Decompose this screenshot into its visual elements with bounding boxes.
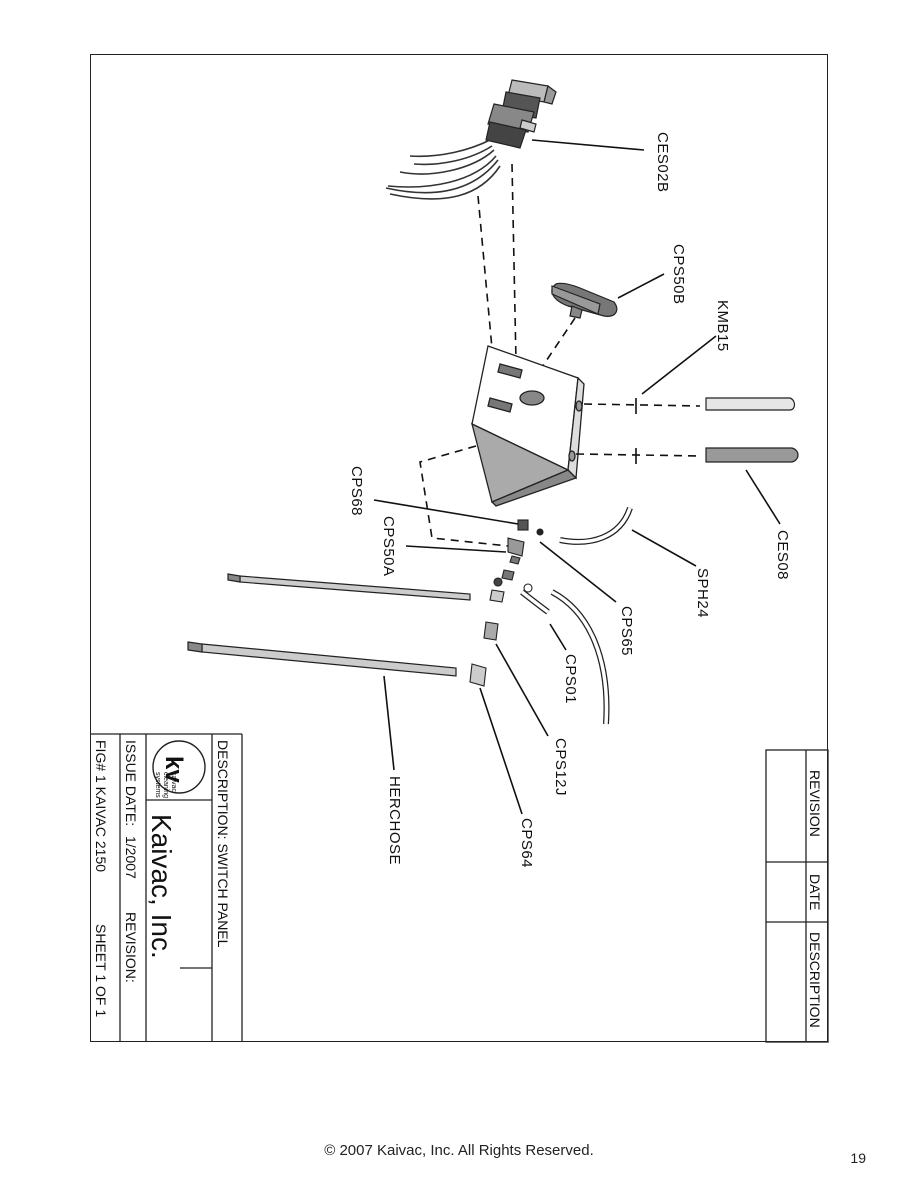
part-label-cps68: CPS68 (348, 466, 365, 516)
rod-ces08-illustration (705, 447, 799, 463)
page-number: 19 (850, 1150, 866, 1166)
part-label-cps12j: CPS12J (552, 738, 569, 796)
switch-wires (385, 139, 501, 200)
svg-text:kv: kv (160, 756, 187, 783)
part-label-cps01: CPS01 (562, 654, 579, 704)
company-name: Kaivac, Inc. (146, 814, 177, 959)
date-header: DATE (807, 874, 823, 910)
part-label-kmb15: KMB15 (714, 300, 731, 352)
issue-date: 1/2007 (123, 836, 139, 879)
part-label-cps64: CPS64 (518, 818, 535, 868)
revision-header: REVISION (807, 770, 823, 837)
switch-panel-box-illustration (471, 345, 585, 507)
svg-text:cleaning: cleaning (162, 772, 169, 798)
hose-illustration (187, 573, 471, 677)
part-label-ces02b: CES02B (654, 132, 671, 193)
title-block (90, 733, 243, 1042)
part-label-cps50b: CPS50B (670, 244, 687, 305)
part-label-cps50a: CPS50A (380, 516, 397, 577)
part-label-cps65: CPS65 (618, 606, 635, 656)
knob-cps50b-illustration (551, 282, 618, 319)
figure-number: FIG# 1 KAIVAC 2150 (93, 740, 109, 872)
copyright-footer: © 2007 Kaivac, Inc. All Rights Reserved. (324, 1142, 594, 1159)
revision-block (765, 749, 829, 1043)
sheet-number: SHEET 1 OF 1 (93, 924, 109, 1017)
title-description: DESCRIPTION: SWITCH PANEL (215, 740, 231, 948)
svg-text:systems: systems (154, 772, 161, 798)
part-label-ces08: CES08 (774, 530, 791, 580)
drawing-border (90, 54, 828, 1042)
rod-kmb15-illustration (705, 397, 796, 411)
part-label-sph24: SPH24 (694, 568, 711, 618)
revision-label: REVISION: (123, 912, 139, 983)
tubes-illustration (520, 506, 633, 725)
kaivac-logo: kv kaivac cleaning systems (152, 740, 206, 798)
part-label-herchose: HERCHOSE (386, 776, 403, 865)
description-header: DESCRIPTION (807, 932, 823, 1028)
svg-text:kaivac: kaivac (170, 772, 177, 792)
issue-date-label: ISSUE DATE: (123, 740, 139, 826)
switch-ces02b-illustration (485, 79, 557, 149)
fittings-illustration (469, 519, 544, 687)
